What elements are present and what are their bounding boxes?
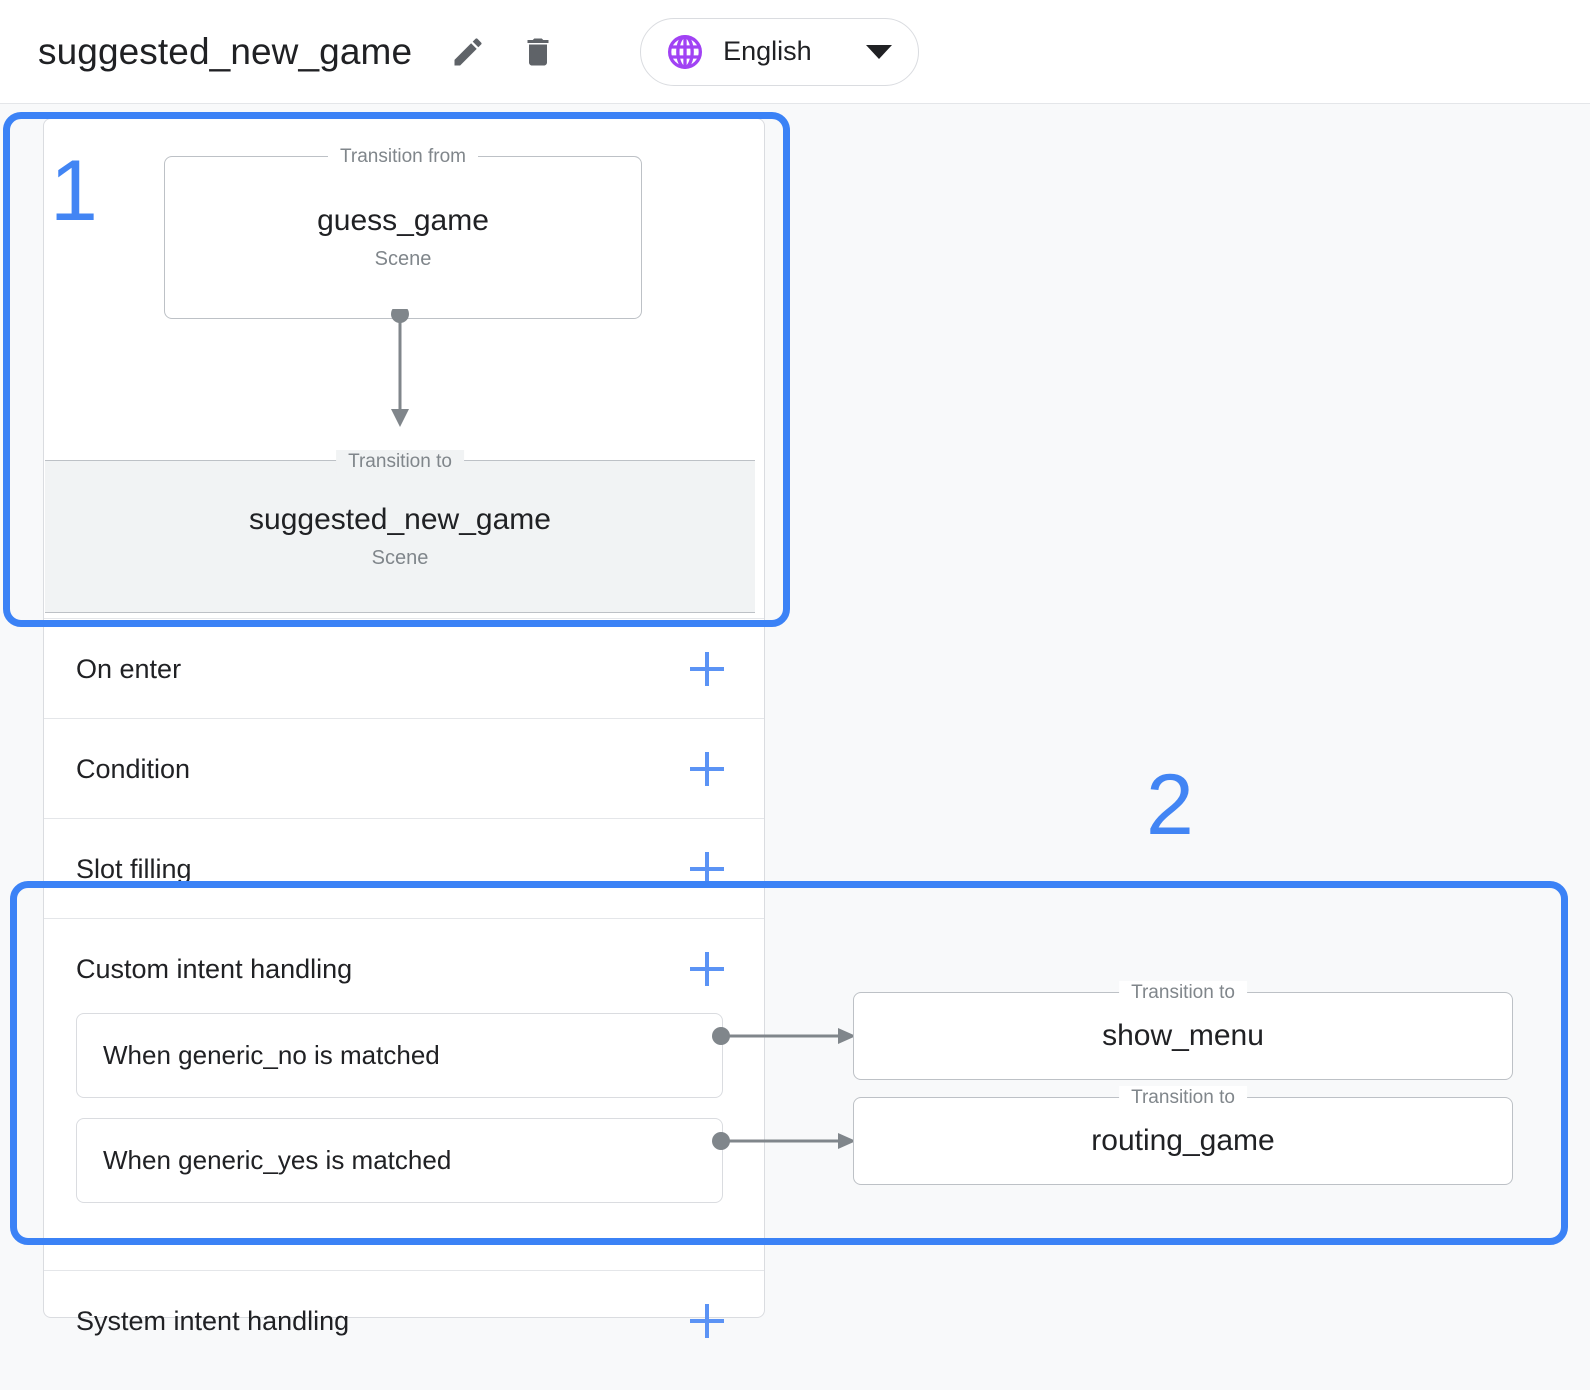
section-on-enter: On enter <box>44 618 764 719</box>
add-condition-button[interactable] <box>690 752 724 786</box>
transition-to-card-show-menu[interactable]: Transition to show_menu <box>853 981 1513 1080</box>
transition-to-name: suggested_new_game <box>249 503 551 536</box>
sidebar-item-custom-intent-handling[interactable]: Custom intent handling <box>44 919 764 1019</box>
intent-label-generic-no: When generic_no is matched <box>103 1040 440 1070</box>
transition-arrow-down <box>391 309 409 427</box>
section-system-intent-handling: System intent handling <box>44 1270 764 1371</box>
section-label-system-intent-handling: System intent handling <box>76 1305 350 1336</box>
transition-to-legend: Transition to <box>336 450 464 474</box>
transition-to-target-show-menu: show_menu <box>1102 1019 1264 1052</box>
section-custom-intent-handling: Custom intent handling When generic_no i… <box>44 918 764 1270</box>
page-title: suggested_new_game <box>38 30 413 72</box>
section-label-on-enter: On enter <box>76 653 182 684</box>
sidebar-item-system-intent-handling[interactable]: System intent handling <box>44 1271 764 1371</box>
connector-arrow-generic-no <box>712 1027 856 1045</box>
add-system-intent-button[interactable] <box>690 1304 724 1338</box>
transition-from-card[interactable]: Transition from guess_game Scene <box>164 145 642 319</box>
transition-to-legend-routing-game: Transition to <box>1119 1086 1247 1110</box>
section-label-condition: Condition <box>76 753 191 784</box>
pencil-icon <box>454 37 482 65</box>
transition-to-target-routing-game: routing_game <box>1091 1124 1275 1157</box>
connector-arrow-generic-yes <box>712 1132 856 1150</box>
app-header: suggested_new_game English <box>0 0 1590 104</box>
section-label-slot-filling: Slot filling <box>76 853 192 884</box>
transition-to-card[interactable]: Transition to suggested_new_game Scene <box>45 450 755 613</box>
section-condition: Condition <box>44 718 764 819</box>
sidebar-item-slot-filling[interactable]: Slot filling <box>44 819 764 919</box>
list-item-intent-generic-no[interactable]: When generic_no is matched <box>76 1013 723 1098</box>
trash-icon <box>527 38 549 65</box>
transition-to-type: Scene <box>371 547 429 569</box>
transition-from-name: guess_game <box>317 204 489 237</box>
chevron-down-icon <box>865 44 892 59</box>
transition-from-type: Scene <box>374 248 432 270</box>
delete-button[interactable] <box>518 32 558 72</box>
transition-to-legend-show-menu: Transition to <box>1119 981 1247 1005</box>
language-label: English <box>723 36 812 66</box>
transition-to-card-routing-game[interactable]: Transition to routing_game <box>853 1086 1513 1185</box>
globe-icon <box>665 32 705 72</box>
edit-button[interactable] <box>448 32 488 72</box>
section-slot-filling: Slot filling <box>44 818 764 919</box>
language-selector[interactable]: English <box>640 17 919 86</box>
transition-from-legend: Transition from <box>328 145 478 169</box>
list-item-intent-generic-yes[interactable]: When generic_yes is matched <box>76 1118 723 1203</box>
add-slot-filling-button[interactable] <box>690 852 724 886</box>
sidebar-item-condition[interactable]: Condition <box>44 719 764 819</box>
add-custom-intent-button[interactable] <box>690 952 724 986</box>
intent-label-generic-yes: When generic_yes is matched <box>103 1145 452 1175</box>
annotation-number-2: 2 <box>1146 757 1194 853</box>
scene-card: Transition from guess_game Scene Transit… <box>43 118 765 1338</box>
sidebar-item-on-enter[interactable]: On enter <box>44 619 764 719</box>
section-label-custom-intent-handling: Custom intent handling <box>76 953 353 984</box>
add-on-enter-button[interactable] <box>690 652 724 686</box>
